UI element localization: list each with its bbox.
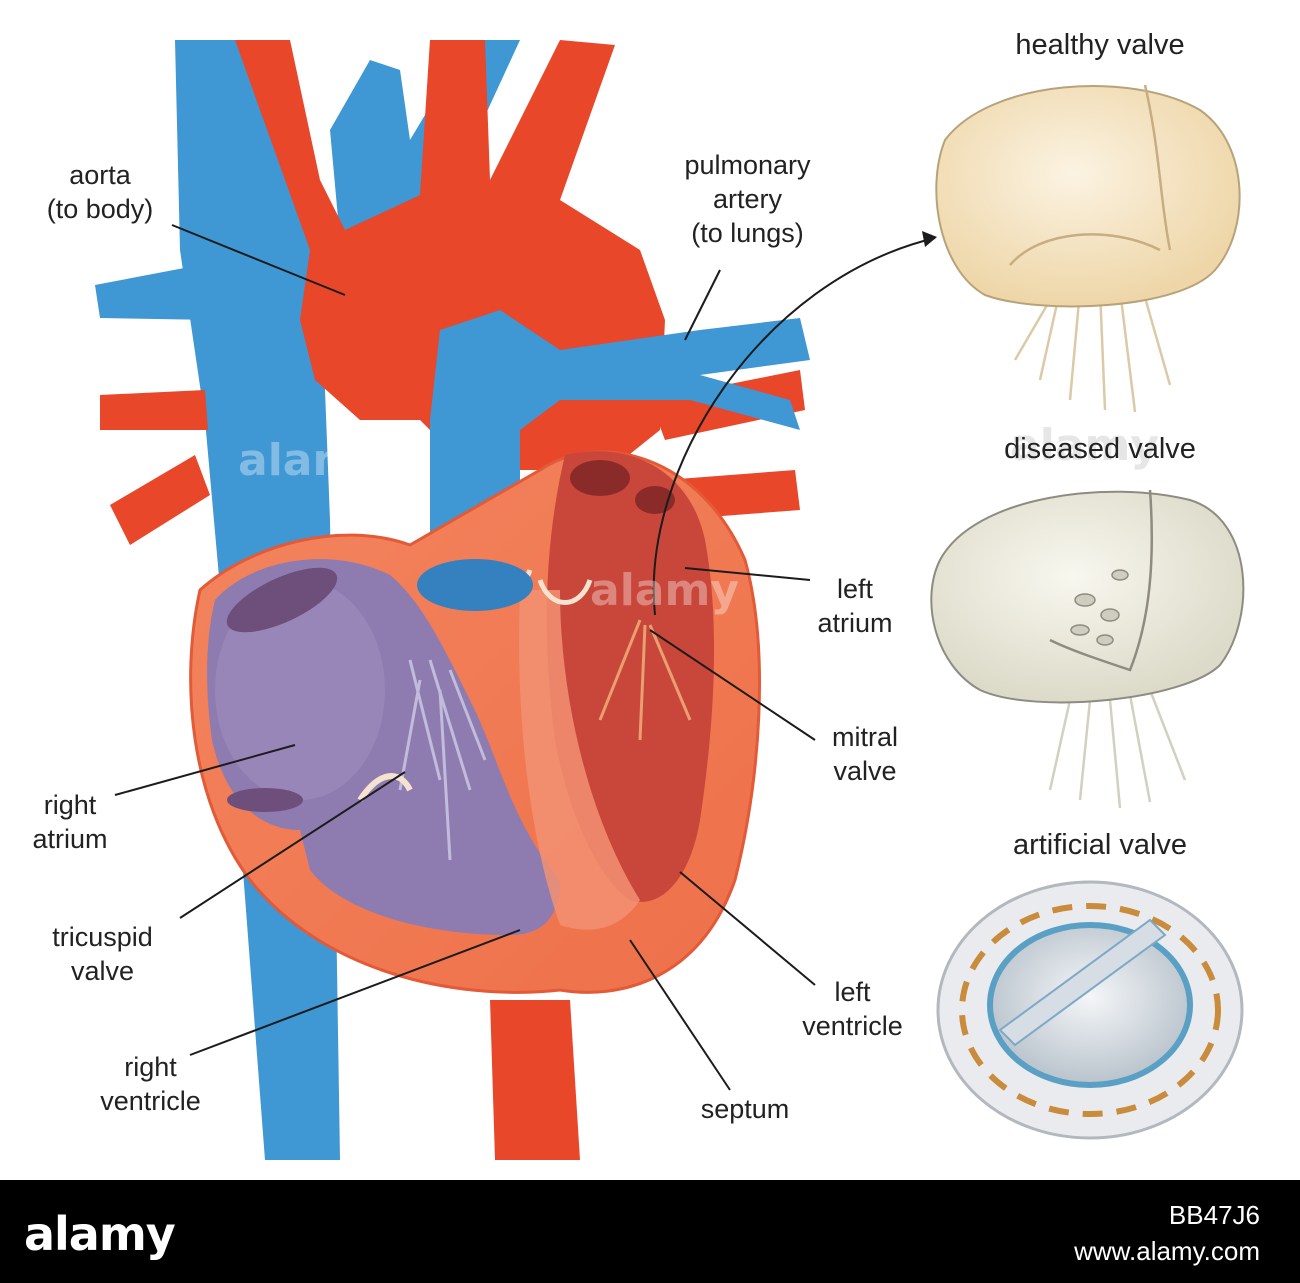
label-mitral-valve: mitral valve	[832, 722, 898, 786]
label-left-ventricle: left ventricle	[802, 977, 903, 1041]
leader-right-ventricle	[189, 929, 521, 1056]
watermark-text-2: alamy	[590, 565, 739, 616]
left-atrium-opening	[570, 460, 630, 496]
label-septum: septum	[700, 1094, 790, 1124]
leader-mitral-valve	[649, 629, 816, 741]
label-right-ventricle: right ventricle	[100, 1052, 201, 1116]
vein-branch-left	[95, 265, 215, 320]
site-url: www.alamy.com	[1074, 1236, 1260, 1266]
descending-aorta	[490, 1000, 580, 1160]
inset-title-artificial: artificial valve	[1012, 829, 1188, 861]
image-id: BB47J6	[1168, 1200, 1260, 1230]
pulmonary-trunk-end	[417, 559, 533, 611]
footer-bar	[0, 1180, 1300, 1283]
leader-aorta	[171, 224, 346, 296]
healthy-valve-illustration	[935, 84, 1241, 413]
leader-pulmonary-artery	[684, 269, 721, 341]
septum-band	[519, 590, 640, 930]
leader-left-ventricle	[679, 871, 816, 986]
label-right-atrium: right atrium	[32, 790, 108, 854]
inset-title-healthy: healthy valve	[1015, 29, 1185, 61]
artificial-valve-illustration	[936, 880, 1244, 1140]
brand-logo: alamy	[24, 1207, 176, 1261]
leader-mitral-to-inset	[652, 237, 936, 616]
right-atrium-opening-bottom	[227, 788, 303, 812]
leader-lines	[114, 224, 936, 1091]
diseased-valve-illustration	[930, 489, 1245, 809]
right-atrium-opening-top	[226, 567, 338, 633]
arrow-head-icon	[922, 231, 937, 247]
label-aorta: aorta (to body)	[46, 160, 154, 224]
tricuspid-valve-leaflet	[357, 773, 413, 802]
leader-tricuspid-valve	[179, 771, 406, 919]
watermark-text-3: alamy	[1010, 420, 1159, 471]
aortic-valve-cusp	[537, 579, 593, 605]
mitral-valve-chordae	[598, 619, 692, 741]
inset-title-diseased: diseased valve	[1004, 433, 1196, 465]
pulmonary-artery	[430, 310, 810, 600]
leader-septum	[629, 939, 731, 1091]
artery-branch-left-1	[100, 390, 208, 430]
tricuspid-valve-chordae	[398, 659, 487, 861]
label-pulmonary-artery: pulmonary artery (to lungs)	[684, 150, 811, 248]
label-tricuspid-valve: tricuspid valve	[52, 922, 153, 986]
leader-right-atrium	[114, 744, 296, 796]
leader-left-atrium	[684, 567, 811, 581]
artery-branch-left-2	[110, 455, 210, 545]
right-atrium-shade	[215, 580, 385, 800]
watermark-text-1: alamy	[238, 435, 387, 486]
label-left-atrium: left atrium	[817, 574, 893, 638]
